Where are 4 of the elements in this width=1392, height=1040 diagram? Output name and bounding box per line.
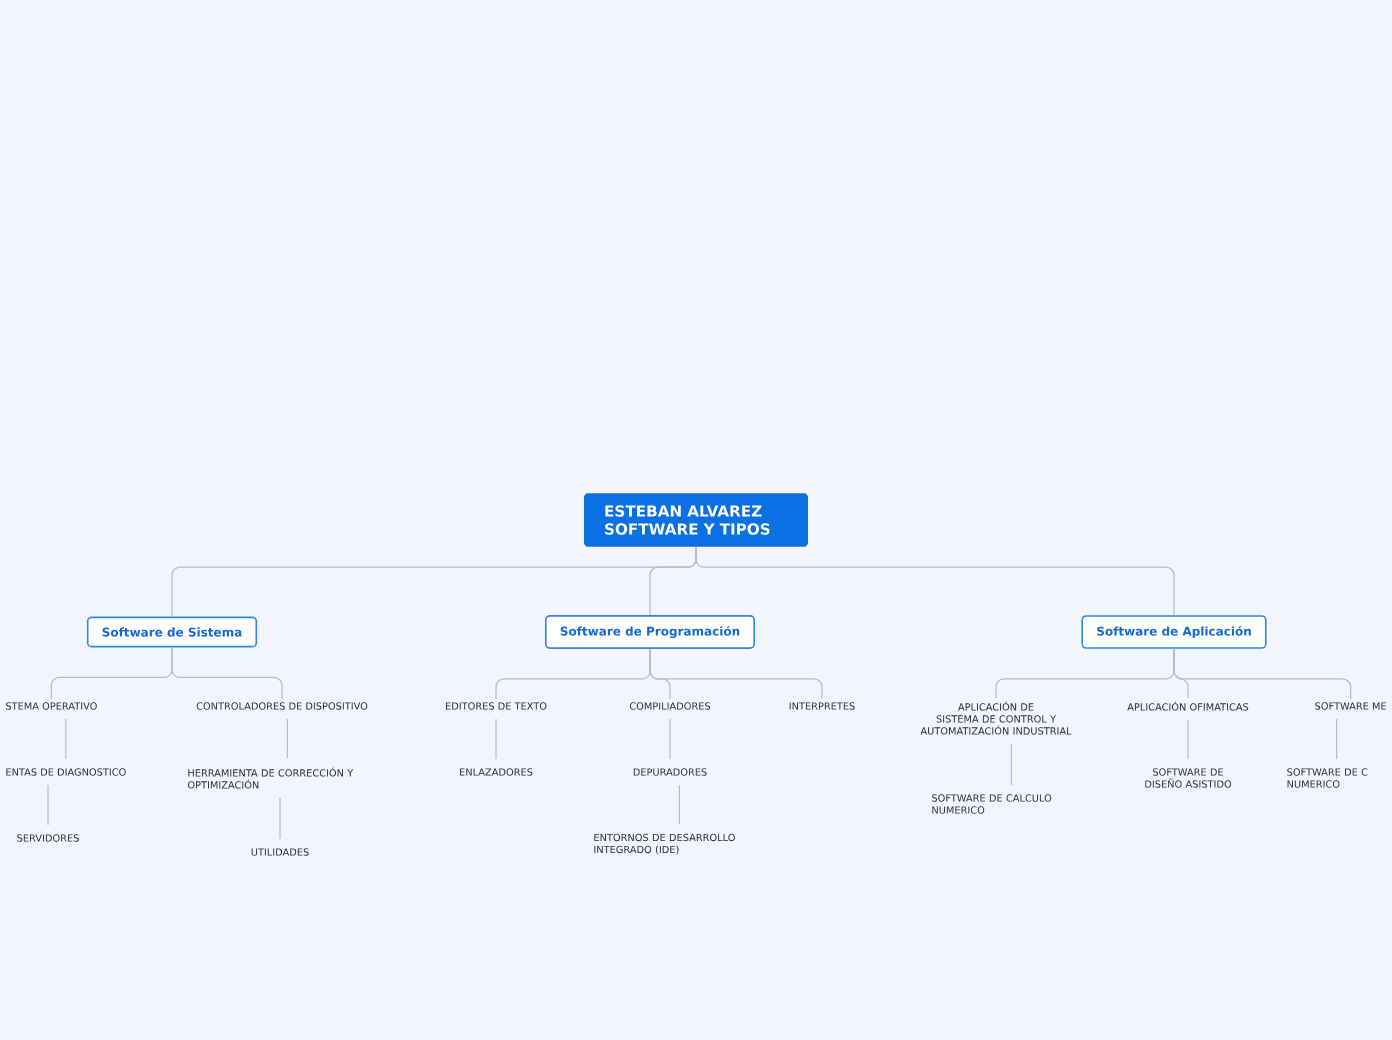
connector-line <box>649 648 823 700</box>
connector-line <box>1173 648 1352 700</box>
connector-line <box>171 646 283 700</box>
connector-line <box>695 546 1175 616</box>
